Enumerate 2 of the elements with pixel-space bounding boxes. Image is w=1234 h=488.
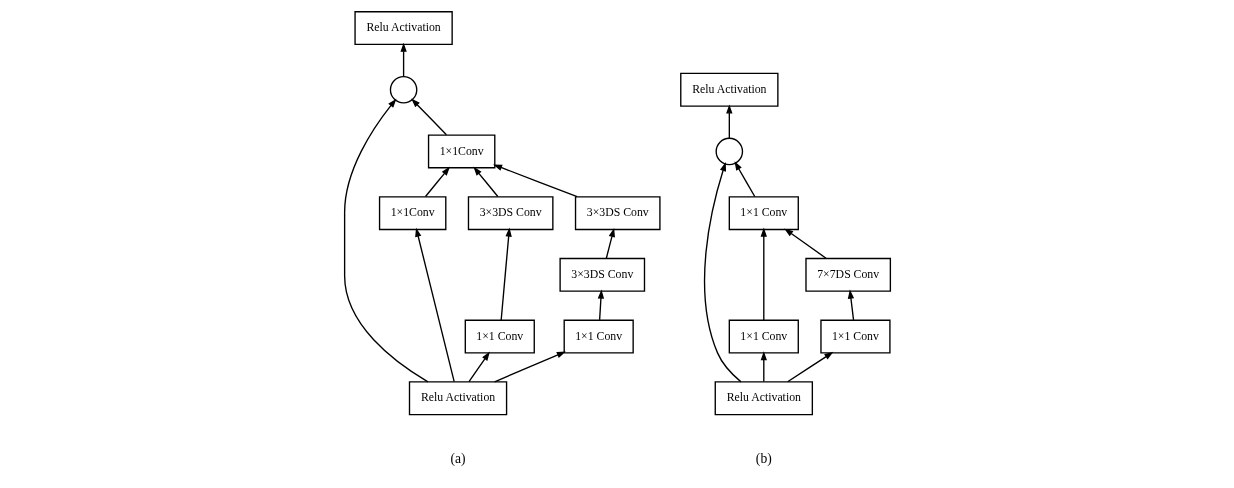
label: (a)	[449, 451, 466, 467]
label: (b)	[755, 451, 772, 467]
